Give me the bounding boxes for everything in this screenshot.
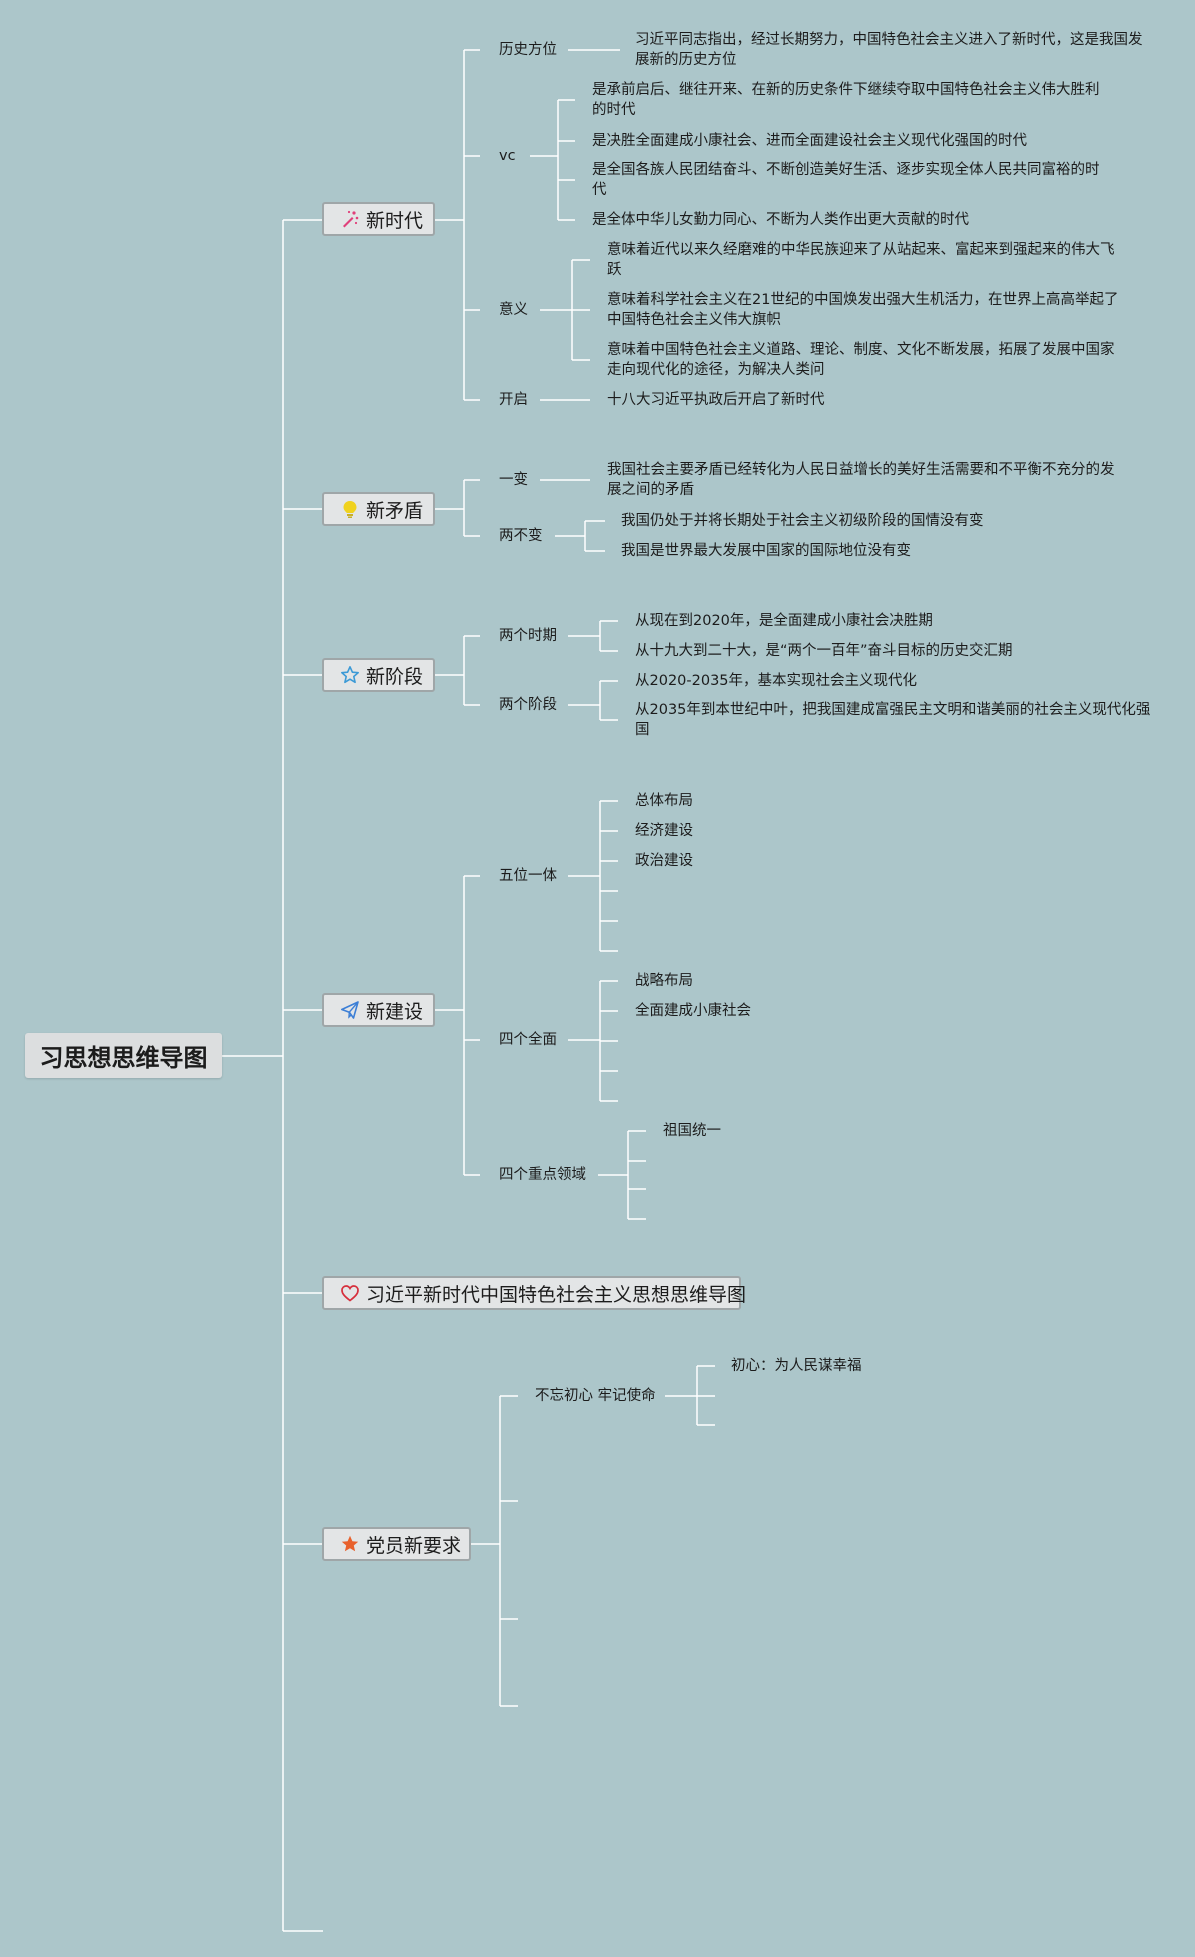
leaf[interactable]: 全面建成小康社会: [635, 1003, 751, 1019]
leaf[interactable]: 是承前启后、继往开来、在新的历史条件下继续夺取中国特色社会主义伟大胜利 的时代: [592, 82, 1100, 118]
leaf[interactable]: 经济建设: [635, 823, 693, 839]
node-significance[interactable]: 意义: [499, 302, 528, 318]
heart-icon: [340, 1283, 360, 1303]
paper-plane-icon: [340, 1000, 360, 1020]
node-one-change[interactable]: 一变: [499, 472, 528, 488]
leaf[interactable]: 意味着近代以来久经磨难的中华民族迎来了从站起来、富起来到强起来的伟大飞 跃: [607, 242, 1115, 278]
leaf[interactable]: 政治建设: [635, 853, 693, 869]
leaf[interactable]: 从十九大到二十大，是“两个一百年”奋斗目标的历史交汇期: [635, 643, 1013, 659]
branch-label: 党员新要求: [366, 1534, 462, 1557]
branch-new-contradiction[interactable]: 新矛盾: [322, 492, 435, 526]
leaf[interactable]: 是全国各族人民团结奋斗、不断创造美好生活、逐步实现全体人民共同富裕的时 代: [592, 162, 1100, 198]
branch-xi-thought[interactable]: 习近平新时代中国特色社会主义思想思维导图: [322, 1276, 746, 1310]
node-five-in-one[interactable]: 五位一体: [499, 868, 557, 884]
root-node[interactable]: 习思想思维导图: [25, 1033, 222, 1078]
leaf[interactable]: 是全体中华儿女勤力同心、不断为人类作出更大贡献的时代: [592, 212, 969, 228]
star-outline-icon: [340, 665, 360, 685]
leaf[interactable]: 祖国统一: [663, 1123, 721, 1139]
node-opening[interactable]: 开启: [499, 392, 528, 408]
branch-new-stage[interactable]: 新阶段: [322, 658, 435, 692]
branch-label: 新时代: [366, 209, 424, 232]
leaf[interactable]: 习近平同志指出，经过长期努力，中国特色社会主义进入了新时代，这是我国发 展新的历…: [635, 32, 1143, 68]
node-four-key-areas[interactable]: 四个重点领域: [499, 1167, 586, 1183]
leaf[interactable]: 意味着中国特色社会主义道路、理论、制度、文化不断发展，拓展了发展中国家 走向现代…: [607, 342, 1115, 378]
leaf[interactable]: 意味着科学社会主义在21世纪的中国焕发出强大生机活力，在世界上高高举起了 中国特…: [607, 292, 1119, 328]
node-original-aspiration[interactable]: 不忘初心 牢记使命: [535, 1388, 656, 1404]
leaf[interactable]: 从现在到2020年，是全面建成小康社会决胜期: [635, 613, 933, 629]
leaf[interactable]: 我国社会主要矛盾已经转化为人民日益增长的美好生活需要和不平衡不充分的发 展之间的…: [607, 462, 1115, 498]
node-two-unchanged[interactable]: 两不变: [499, 528, 543, 544]
leaf[interactable]: 战略布局: [635, 973, 693, 989]
node-two-stages[interactable]: 两个阶段: [499, 697, 557, 713]
star-filled-icon: [340, 1534, 360, 1554]
branch-label: 习近平新时代中国特色社会主义思想思维导图: [366, 1283, 747, 1306]
branch-new-era[interactable]: 新时代: [322, 202, 435, 236]
node-two-periods[interactable]: 两个时期: [499, 628, 557, 644]
branch-label: 新建设: [366, 1000, 424, 1023]
branch-new-construction[interactable]: 新建设: [322, 993, 435, 1027]
branch-label: 新阶段: [366, 665, 424, 688]
leaf[interactable]: 我国是世界最大发展中国家的国际地位没有变: [621, 543, 911, 559]
node-historical-position[interactable]: 历史方位: [499, 42, 557, 58]
branch-party-requirements[interactable]: 党员新要求: [322, 1527, 471, 1561]
leaf[interactable]: 总体布局: [635, 793, 693, 809]
branch-label: 新矛盾: [366, 499, 424, 522]
lightbulb-icon: [340, 499, 360, 519]
sparkle-icon: [340, 209, 360, 229]
node-four-comprehensives[interactable]: 四个全面: [499, 1032, 557, 1048]
node-vc[interactable]: vc: [499, 148, 516, 164]
leaf[interactable]: 是决胜全面建成小康社会、进而全面建设社会主义现代化强国的时代: [592, 133, 1027, 149]
leaf[interactable]: 从2020-2035年，基本实现社会主义现代化: [635, 673, 918, 689]
leaf[interactable]: 初心：为人民谋幸福: [731, 1358, 862, 1374]
leaf[interactable]: 我国仍处于并将长期处于社会主义初级阶段的国情没有变: [621, 513, 984, 529]
leaf[interactable]: 从2035年到本世纪中叶，把我国建成富强民主文明和谐美丽的社会主义现代化强 国: [635, 702, 1151, 738]
leaf[interactable]: 十八大习近平执政后开启了新时代: [607, 392, 825, 408]
